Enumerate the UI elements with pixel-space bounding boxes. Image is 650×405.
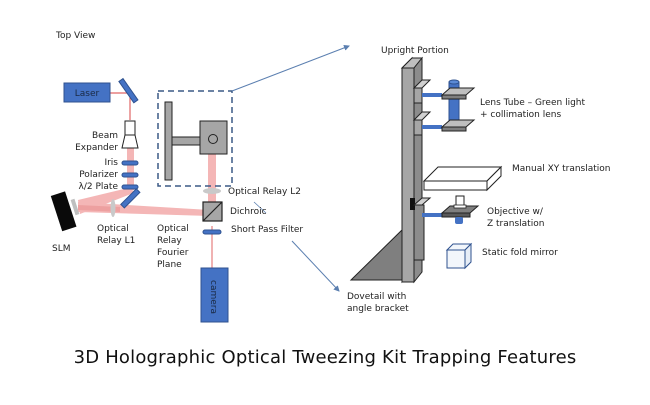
relay-l2-label: Optical Relay L2 [228,187,301,197]
slm [50,191,80,232]
dovetail-lock [410,198,415,210]
upright-heading: Upright Portion [381,46,449,56]
upright-inset [157,90,233,187]
slm-label: SLM [52,244,71,254]
short-pass-filter-label: Short Pass Filter [231,225,304,235]
figure-title: 3D Holographic Optical Tweezing Kit Trap… [73,347,577,368]
angle-bracket [349,228,403,281]
top-view-heading: Top View [56,31,96,41]
xy-translation-label: Manual XY translation [512,164,611,174]
upright-top-view [164,101,228,181]
dichroic-label: Dichroic [230,207,267,217]
objective [455,195,465,207]
camera-label: camera [208,280,218,314]
dichroic [202,201,223,222]
relay-l2-lens [203,188,221,194]
lens-tube-label: Lens Tube – Green light + collimation le… [480,98,586,120]
laser-label: Laser [75,89,100,99]
arrow-to-upright [231,44,350,92]
half-wave-plate [121,184,139,190]
iris [121,160,139,166]
fold-mirror-top [118,77,139,104]
dichroic-pointer [253,201,267,214]
relay-l1-lens [110,199,116,217]
fourier-plane-label: Optical Relay Fourier Plane [157,224,189,270]
short-pass-filter [202,229,222,235]
fold-mirror-cube [445,242,473,270]
relay-l1-label: Optical Relay L1 [97,224,136,246]
arrow-to-dovetail [291,240,340,292]
beam-expander-label: Beam Expander [75,131,118,153]
laser: Laser [63,82,111,103]
xy-stage [422,165,503,192]
half-wave-plate-label: λ/2 Plate [78,182,118,192]
dovetail-label: Dovetail with angle bracket [347,292,409,314]
camera: camera [200,267,229,323]
polarizer-label: Polarizer [79,170,118,180]
fold-mirror-lower [120,188,141,209]
polarizer [121,172,139,178]
beam-expander [121,120,139,149]
fold-mirror-label: Static fold mirror [482,248,558,258]
objective-label: Objective w/ Z translation [487,207,545,229]
iris-label: Iris [104,158,118,168]
upright-assembly [349,56,503,284]
